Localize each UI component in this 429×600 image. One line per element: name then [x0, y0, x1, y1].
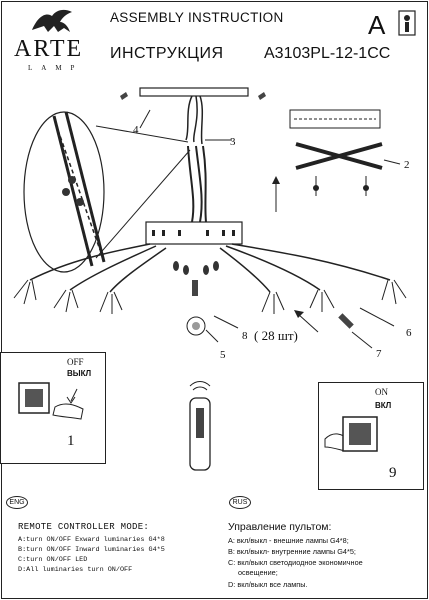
griffin-logo: [32, 9, 72, 32]
indoor-use-icon: [398, 10, 416, 36]
model-number: A3103PL-12-1CC: [264, 45, 391, 62]
label-4: 4: [133, 124, 139, 136]
label-2: 2: [404, 159, 410, 171]
label-7: 7: [376, 348, 382, 360]
off-panel: OFF ВЫКЛ 1: [0, 352, 106, 464]
off-step-number: 1: [67, 433, 75, 449]
brand-name: ARTE: [14, 36, 84, 62]
label-3: 3: [230, 136, 236, 148]
badge-russian: RUS: [229, 496, 251, 509]
switch-off-icon: [18, 382, 84, 420]
on-panel: ON ВКЛ 9: [318, 382, 424, 490]
remote-line-ru: освещение;: [238, 568, 278, 577]
title-english: ASSEMBLY INSTRUCTION: [110, 10, 284, 25]
remote-title-en: REMOTE CONTROLLER MODE:: [18, 522, 150, 532]
badge-english: ENG: [6, 496, 28, 509]
remote-line-ru: A: вкл/выкл - внешние лампы G4*8;: [228, 536, 349, 545]
remote-title-ru: Управление пультом:: [228, 521, 332, 533]
remote-line-en: A:turn ON/OFF Exward luminaries G4*8: [18, 536, 165, 544]
title-russian: ИНСТРУКЦИЯ: [110, 45, 224, 62]
remote-line-en: D:All luminaries turn ON/OFF: [18, 566, 133, 574]
remote-line-ru: B: вкл/выкл- внутренние лампы G4*5;: [228, 547, 356, 556]
remote-line-ru: C: вкл/выкл светодиодное экономичное: [228, 558, 363, 567]
label-6: 6: [406, 327, 412, 339]
assembly-diagram: [13, 87, 407, 349]
off-label-ru: ВЫКЛ: [67, 369, 92, 378]
off-label-en: OFF: [67, 357, 84, 367]
on-step-number: 9: [389, 465, 397, 481]
remote-line-en: C:turn ON/OFF LED: [18, 556, 88, 564]
remote-line-ru: D: вкл/выкл все лампы.: [228, 580, 308, 589]
label-5: 5: [220, 349, 226, 361]
switch-on-icon: [324, 416, 378, 452]
remote-line-en: B:turn ON/OFF Inward luminaries G4*5: [18, 546, 165, 554]
category-letter: A: [368, 10, 386, 40]
brand-sub: LAMP: [28, 64, 84, 72]
quantity-label: ( 28 шт): [254, 328, 298, 343]
label-8: 8: [242, 330, 248, 342]
on-label-ru: ВКЛ: [375, 401, 392, 410]
remote-control-icon: [189, 381, 211, 471]
on-label-en: ON: [375, 387, 388, 397]
